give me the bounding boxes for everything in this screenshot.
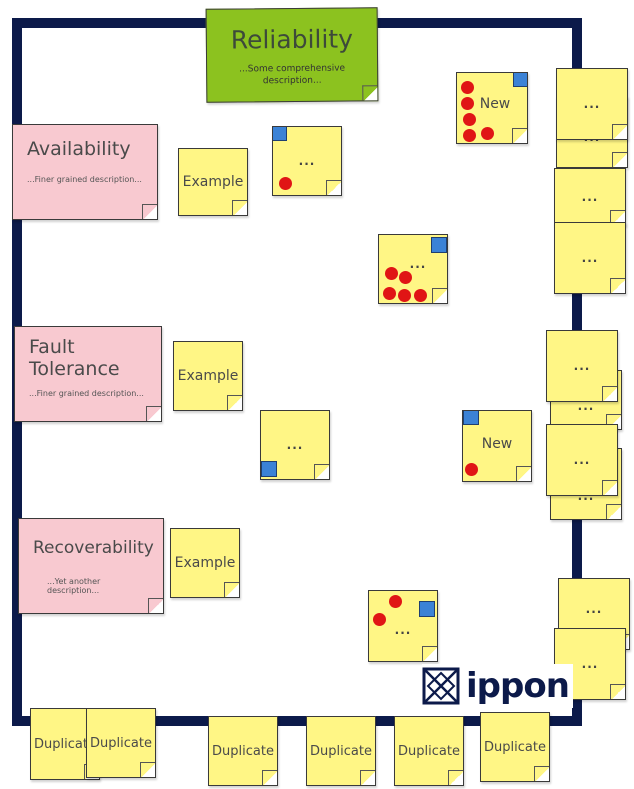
vote-dot bbox=[461, 97, 474, 110]
logo-text: ippon bbox=[466, 666, 570, 706]
category-note-recoverability[interactable]: Recoverability ...Yet another descriptio… bbox=[18, 518, 164, 614]
idea-label: ... bbox=[286, 438, 304, 452]
vote-dot bbox=[399, 271, 412, 284]
side-note-label: ... bbox=[581, 251, 599, 265]
duplicate-label: Duplicate bbox=[212, 743, 274, 759]
side-note-label: ... bbox=[577, 399, 595, 413]
duplicate-label: Duplicate bbox=[310, 743, 372, 759]
idea-label: ... bbox=[394, 623, 412, 637]
idea-note-2[interactable]: ... bbox=[378, 234, 448, 304]
category-title: Recoverability bbox=[33, 538, 154, 558]
vote-dot bbox=[398, 289, 411, 302]
example-label: Example bbox=[177, 368, 239, 384]
author-marker-icon bbox=[431, 237, 447, 253]
title-text: Reliability bbox=[230, 24, 354, 55]
vote-dot bbox=[373, 613, 386, 626]
example-note-availability[interactable]: Example bbox=[178, 148, 248, 216]
idea-label: ... bbox=[409, 257, 427, 271]
side-note-label: ... bbox=[573, 359, 591, 373]
author-marker-icon bbox=[513, 73, 527, 87]
title-note-reliability[interactable]: Reliability ...Some comprehensive descri… bbox=[205, 7, 379, 103]
duplicate-note[interactable]: Duplicate bbox=[208, 716, 278, 786]
ippon-logo: ippon bbox=[422, 664, 573, 708]
idea-label: New bbox=[481, 436, 513, 452]
idea-label: ... bbox=[298, 154, 316, 168]
side-note-label: ... bbox=[585, 602, 603, 616]
duplicate-note[interactable]: Duplicate bbox=[306, 716, 376, 786]
idea-note-new-a[interactable]: New bbox=[456, 72, 528, 144]
category-note-fault-tolerance[interactable]: Fault Tolerance ...Finer grained descrip… bbox=[14, 326, 162, 422]
example-label: Example bbox=[182, 174, 244, 190]
vote-dot bbox=[385, 267, 398, 280]
category-title: Availability bbox=[27, 138, 131, 160]
title-description: ...Some comprehensive description... bbox=[239, 63, 346, 86]
duplicate-label: Duplicate bbox=[398, 743, 460, 759]
author-marker-icon bbox=[261, 461, 277, 477]
idea-note-1[interactable]: ... bbox=[272, 126, 342, 196]
duplicate-note[interactable]: Duplicate bbox=[394, 716, 464, 786]
vote-dot bbox=[481, 127, 494, 140]
side-note[interactable]: ... bbox=[546, 424, 618, 496]
duplicate-label: Duplicate bbox=[34, 736, 96, 752]
category-description: ...Finer grained description... bbox=[27, 174, 142, 184]
idea-note-3[interactable]: ... bbox=[260, 410, 330, 480]
example-label: Example bbox=[174, 555, 236, 571]
side-note[interactable]: ... bbox=[556, 68, 628, 140]
duplicate-note[interactable]: Duplicate bbox=[480, 712, 550, 782]
vote-dot bbox=[463, 129, 476, 142]
side-note-label: ... bbox=[573, 453, 591, 467]
author-marker-icon bbox=[419, 601, 435, 617]
category-title: Fault Tolerance bbox=[29, 336, 120, 380]
idea-label: New bbox=[479, 96, 511, 112]
side-note-label: ... bbox=[581, 190, 599, 204]
vote-dot bbox=[279, 177, 292, 190]
side-note-label: ... bbox=[583, 97, 601, 111]
category-description: ...Finer grained description... bbox=[29, 388, 144, 398]
vote-dot bbox=[465, 463, 478, 476]
idea-note-4[interactable]: ... bbox=[368, 590, 438, 662]
example-note-recoverability[interactable]: Example bbox=[170, 528, 240, 598]
side-note[interactable]: ... bbox=[554, 168, 626, 226]
vote-dot bbox=[414, 289, 427, 302]
logo-mark-icon bbox=[422, 667, 460, 705]
duplicate-label: Duplicate bbox=[90, 735, 152, 751]
side-note-label: ... bbox=[581, 657, 599, 671]
idea-note-new-b[interactable]: New bbox=[462, 410, 532, 482]
vote-dot bbox=[463, 113, 476, 126]
author-marker-icon bbox=[273, 127, 287, 141]
category-description: ...Yet another description... bbox=[47, 576, 101, 595]
author-marker-icon bbox=[463, 411, 479, 425]
side-note[interactable]: ... bbox=[546, 330, 618, 402]
vote-dot bbox=[383, 287, 396, 300]
vote-dot bbox=[389, 595, 402, 608]
vote-dot bbox=[461, 81, 474, 94]
side-note[interactable]: ... bbox=[554, 222, 626, 294]
duplicate-note[interactable]: Duplicate bbox=[86, 708, 156, 778]
duplicate-label: Duplicate bbox=[484, 739, 546, 755]
category-note-availability[interactable]: Availability ...Finer grained descriptio… bbox=[12, 124, 158, 220]
example-note-fault-tolerance[interactable]: Example bbox=[173, 341, 243, 411]
